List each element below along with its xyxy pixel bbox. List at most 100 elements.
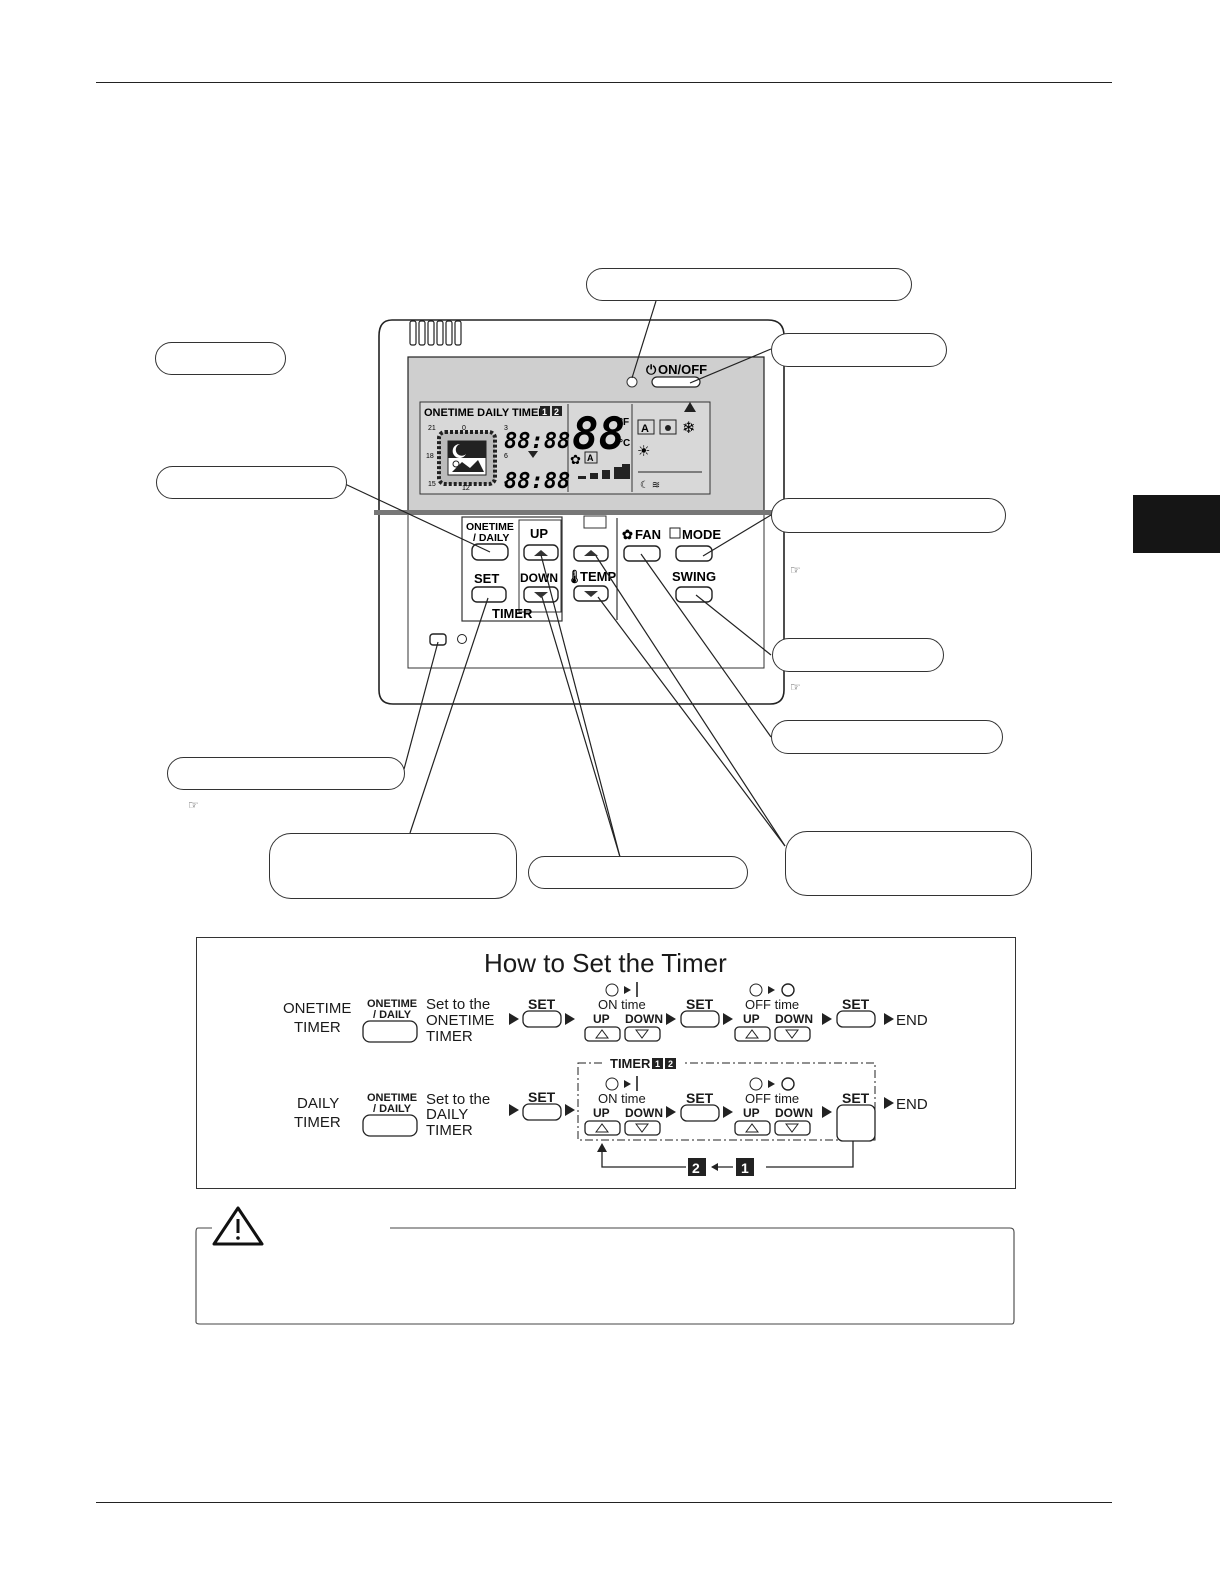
row2-set-button-2 xyxy=(680,1104,720,1122)
callout-onetime-daily-button xyxy=(156,466,347,499)
timer12-dashed-box xyxy=(577,1062,876,1141)
lcd-ledge xyxy=(374,510,788,515)
svg-text:0: 0 xyxy=(462,425,466,432)
callout-temp-buttons xyxy=(785,831,1032,896)
onetime-daily-label-2: / DAILY xyxy=(473,532,509,544)
clock-icon xyxy=(457,634,467,644)
row1-label-2: TIMER xyxy=(294,1019,341,1036)
loop-badge-1: 1 xyxy=(741,1160,749,1176)
timer-instructions-title: How to Set the Timer xyxy=(484,948,727,978)
lcd-temperature-digits: 88 xyxy=(572,409,625,460)
callout-mode-button xyxy=(771,498,1006,533)
row2-label-2: TIMER xyxy=(294,1114,341,1131)
timer-set-label: SET xyxy=(474,571,499,586)
timer-set-button[interactable] xyxy=(471,586,507,603)
onetime-daily-label-1: ONETIME xyxy=(466,521,514,533)
svg-text:DAILY: DAILY xyxy=(426,1106,468,1123)
lcd-off-timer-digits: 88:88 xyxy=(504,469,570,494)
svg-text:END: END xyxy=(896,1012,928,1029)
svg-text:DOWN: DOWN xyxy=(775,1012,813,1026)
fan-label: FAN xyxy=(635,527,661,542)
reference-icon: ☞ xyxy=(790,563,801,577)
loop-badge-2: 2 xyxy=(692,1160,700,1176)
svg-text:SET: SET xyxy=(528,1089,556,1105)
svg-text:OFF time: OFF time xyxy=(745,997,799,1012)
svg-text:9: 9 xyxy=(504,481,508,488)
fan-button[interactable] xyxy=(623,545,661,562)
callout-swing-button xyxy=(772,638,944,672)
svg-text:2: 2 xyxy=(668,1059,673,1069)
svg-text:15: 15 xyxy=(428,481,436,488)
swing-button[interactable] xyxy=(675,586,713,603)
svg-text:ONETIME: ONETIME xyxy=(426,1012,494,1029)
callout-timer-set-button xyxy=(269,833,517,899)
lcd-auto-icon: A xyxy=(641,423,649,435)
svg-text:SET: SET xyxy=(686,996,714,1012)
mode-button[interactable] xyxy=(675,545,713,562)
lcd-unit-c: °C xyxy=(619,438,630,449)
lcd-fan-speed-bars xyxy=(578,464,630,479)
reference-icon: ☞ xyxy=(790,680,801,694)
svg-text:TIMER: TIMER xyxy=(426,1122,473,1139)
svg-text:SET: SET xyxy=(842,1090,870,1106)
svg-text:✿: ✿ xyxy=(570,452,581,467)
vent-grille xyxy=(409,320,462,346)
svg-text:DOWN: DOWN xyxy=(625,1106,663,1120)
lcd-timer-header: ONETIME DAILY TIMER xyxy=(424,407,546,419)
lcd-heat-icon: ☀ xyxy=(637,443,650,460)
row1-label-1: ONETIME xyxy=(283,1000,351,1017)
row2-set-button-3 xyxy=(836,1104,876,1142)
reference-icon: ☞ xyxy=(188,798,199,812)
onoff-button[interactable] xyxy=(651,376,701,388)
leader-lines xyxy=(344,300,786,858)
row1-set-button-2 xyxy=(680,1010,720,1028)
timer-up-label: UP xyxy=(530,526,548,541)
row2-label-1: DAILY xyxy=(297,1095,339,1112)
row1-onetime-daily-button xyxy=(362,1020,418,1043)
footer-rule xyxy=(96,1502,1112,1503)
svg-text:Set to the: Set to the xyxy=(426,996,490,1013)
svg-text:3: 3 xyxy=(504,425,508,432)
svg-text:1: 1 xyxy=(542,407,547,417)
svg-text:UP: UP xyxy=(593,1106,610,1120)
timer-group-label: TIMER xyxy=(492,606,533,621)
svg-text:18: 18 xyxy=(426,453,434,460)
svg-text:SET: SET xyxy=(528,996,556,1012)
svg-text:UP: UP xyxy=(743,1106,760,1120)
svg-text:☾ ≋: ☾ ≋ xyxy=(640,480,660,491)
svg-text:DOWN: DOWN xyxy=(625,1012,663,1026)
svg-text:/ DAILY: / DAILY xyxy=(373,1009,412,1021)
svg-text:12: 12 xyxy=(462,485,470,492)
svg-text:6: 6 xyxy=(504,453,508,460)
fan-icon: ✿ xyxy=(622,527,633,542)
filter-reset-button[interactable] xyxy=(429,633,447,646)
svg-text:2: 2 xyxy=(554,407,559,417)
svg-text:TIMER: TIMER xyxy=(426,1028,473,1045)
svg-text:/ DAILY: / DAILY xyxy=(373,1103,412,1115)
callout-fan-button xyxy=(771,720,1003,754)
svg-text:ONETIME: ONETIME xyxy=(367,998,417,1010)
temp-label: 🌡 xyxy=(566,569,583,584)
svg-text:21: 21 xyxy=(428,425,436,432)
lcd-cool-icon: ❄ xyxy=(682,420,695,437)
callout-display xyxy=(155,342,286,375)
power-symbol: ⏻ xyxy=(646,362,657,377)
svg-text:ON time: ON time xyxy=(598,1091,646,1106)
row2-set-button-1 xyxy=(522,1103,562,1121)
header-rule xyxy=(96,82,1112,83)
svg-text:DOWN: DOWN xyxy=(775,1106,813,1120)
row1-set-button-1 xyxy=(522,1010,562,1028)
callout-timer-up-down-buttons xyxy=(528,856,748,889)
row2-onetime-daily-button xyxy=(362,1114,418,1137)
svg-text:OFF time: OFF time xyxy=(745,1091,799,1106)
svg-text:UP: UP xyxy=(593,1012,610,1026)
callout-operation-lamp xyxy=(586,268,912,301)
warning-icon xyxy=(212,1206,264,1246)
svg-text:ONETIME: ONETIME xyxy=(367,1092,417,1104)
svg-text:ON time: ON time xyxy=(598,997,646,1012)
svg-text:Set to the: Set to the xyxy=(426,1091,490,1108)
lcd-clock-dial: 0 3 6 9 12 15 18 21 xyxy=(426,425,508,492)
row1-set-button-3 xyxy=(836,1010,876,1028)
